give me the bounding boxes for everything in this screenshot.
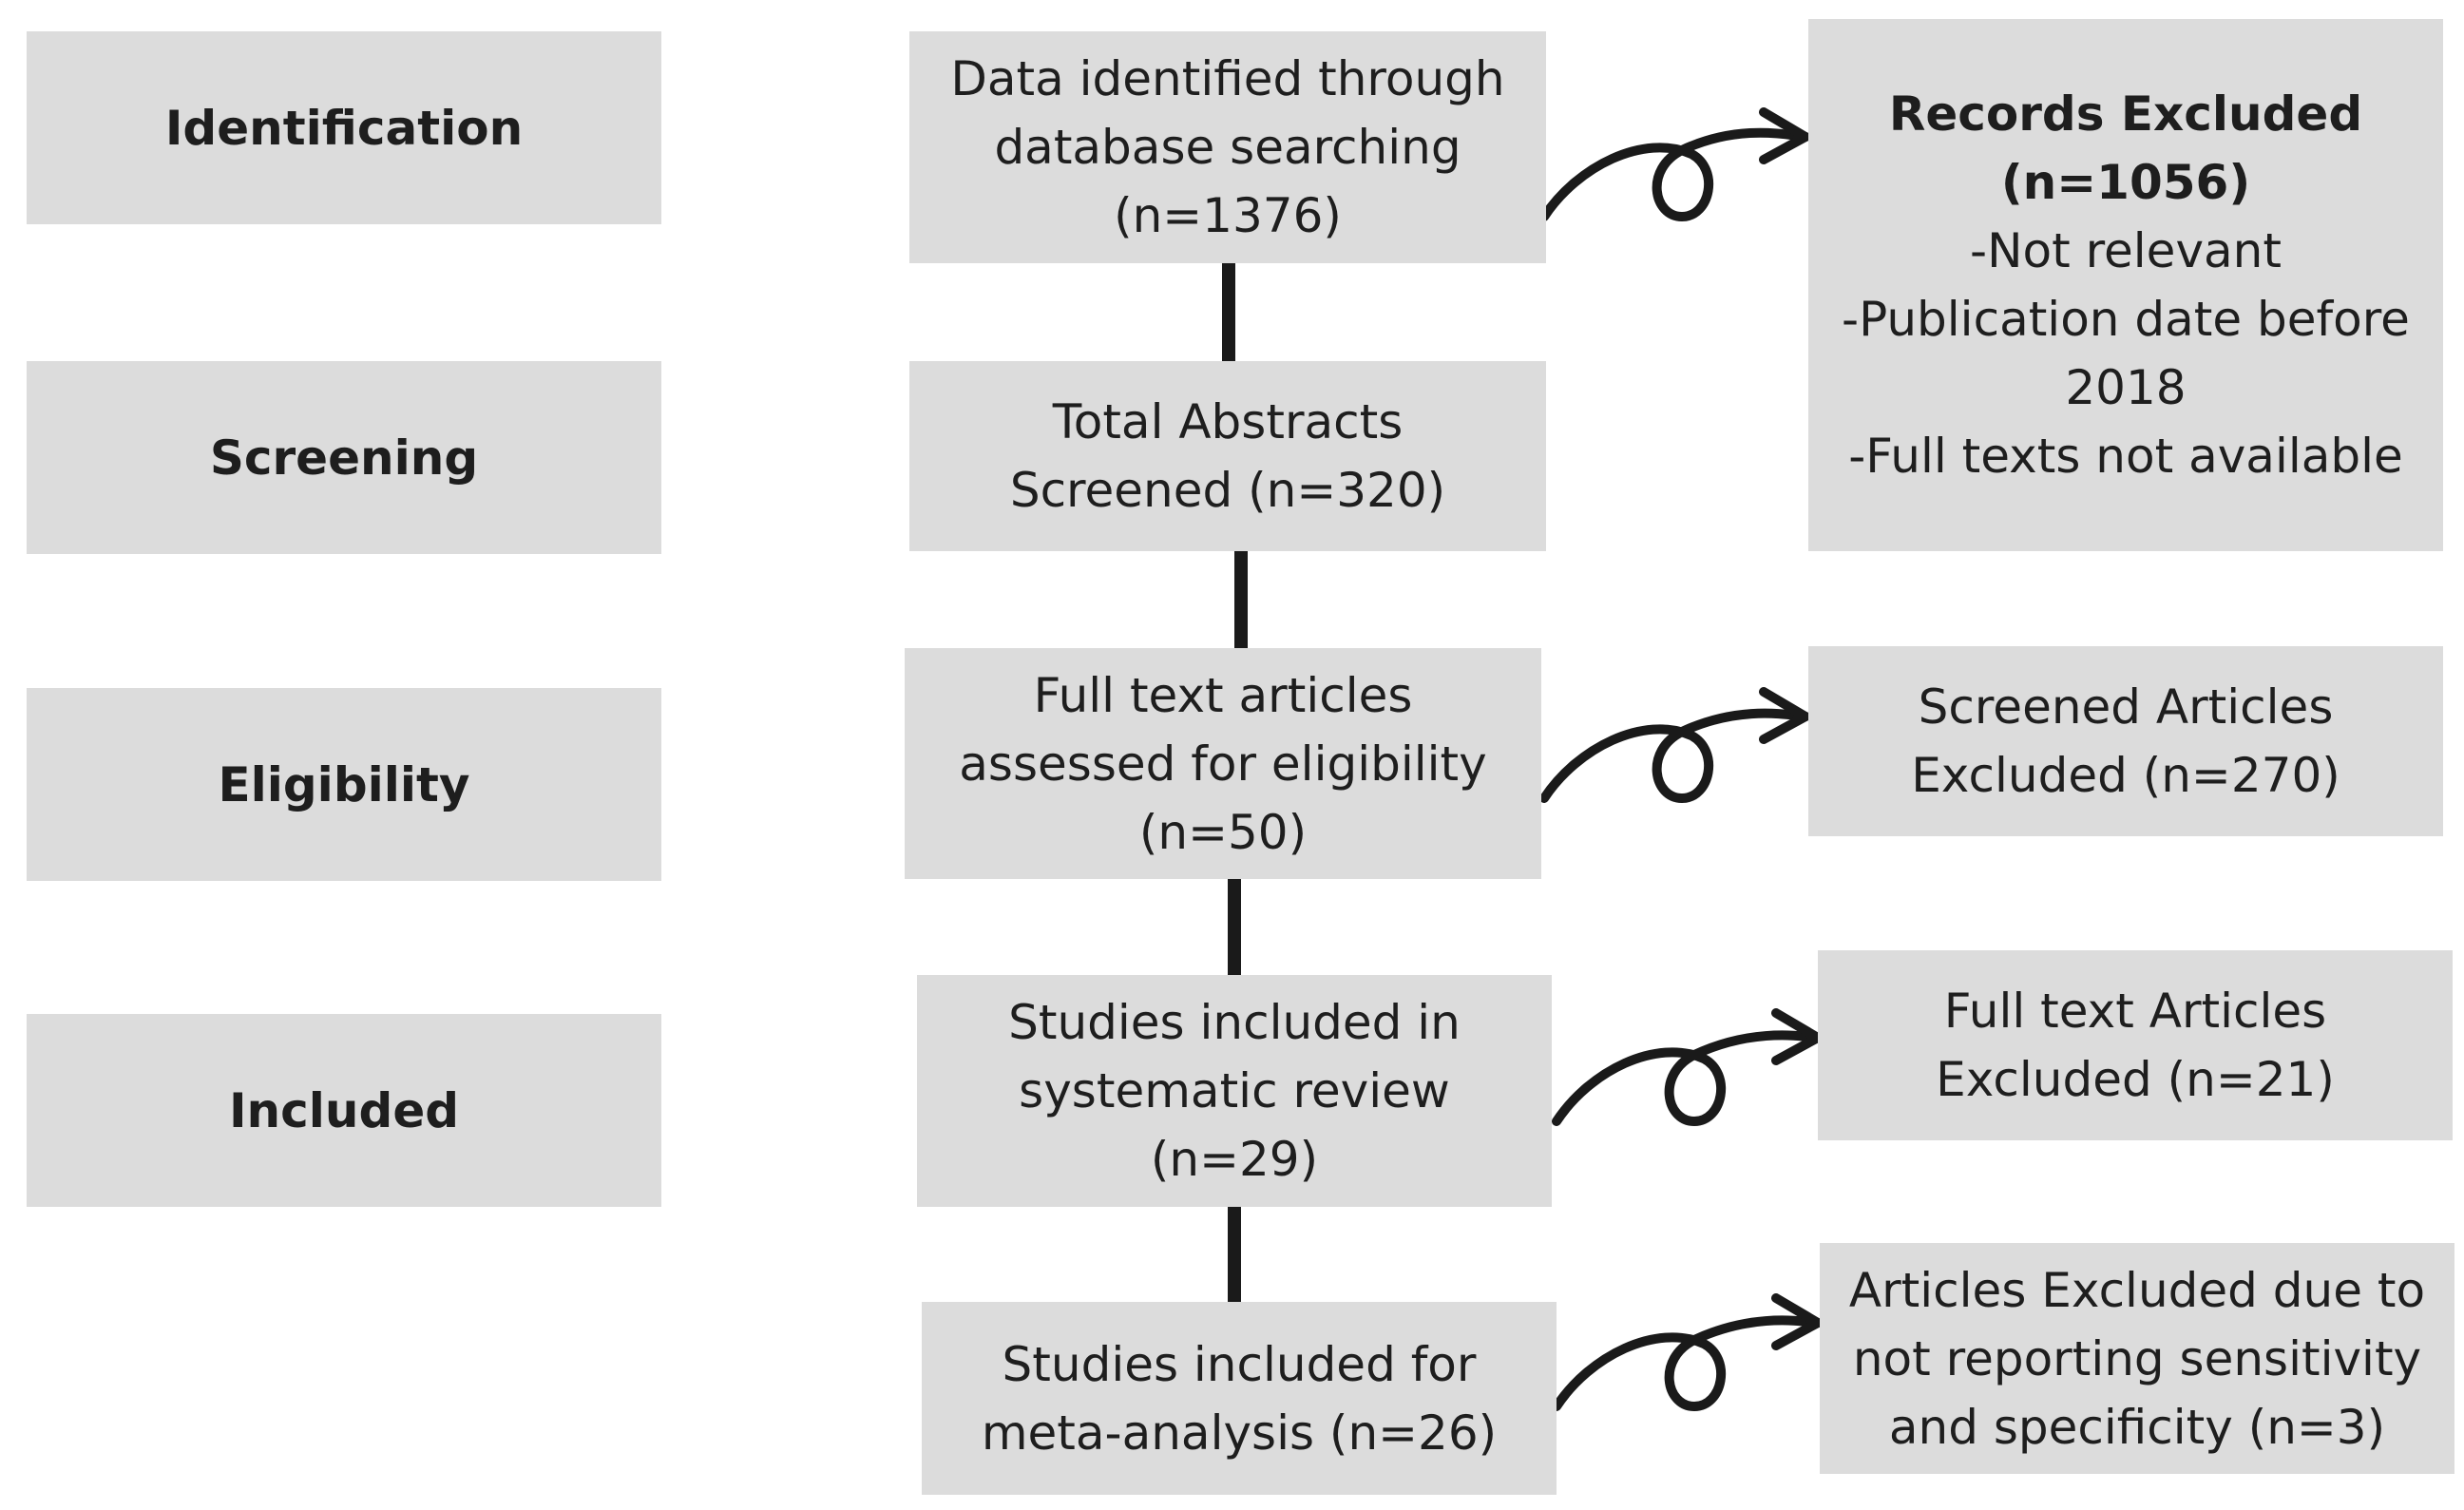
box-text-line: systematic review: [1019, 1063, 1450, 1118]
box-text-line: Excluded (n=270): [1911, 748, 2340, 803]
box-text-line: (n=29): [1150, 1132, 1319, 1187]
box-text-line: (n=50): [1138, 804, 1308, 860]
box-text-line: Excluded (n=21): [1936, 1052, 2335, 1107]
stage-included: Included: [27, 1014, 661, 1207]
flow-screened: Total Abstracts Screened (n=320): [909, 361, 1546, 551]
box-title-line: (n=1056): [2000, 155, 2251, 210]
stage-label: Included: [228, 1082, 460, 1138]
curly-arrow: [1552, 1030, 1823, 1126]
box-text-line: Screened Articles: [1918, 679, 2334, 735]
curly-arrow: [1552, 1315, 1823, 1411]
box-text-line: Screened (n=320): [1009, 463, 1446, 518]
arrow-head: [1759, 107, 1810, 164]
stage-label: Screening: [209, 430, 479, 486]
curly-arrow: [1539, 127, 1810, 221]
exclusion-screened-articles: Screened Articles Excluded (n=270): [1808, 646, 2443, 836]
box-text-line: Studies included for: [1002, 1336, 1477, 1392]
box-text-line: and specificity (n=3): [1888, 1399, 2386, 1455]
box-text-line: assessed for eligibility: [959, 736, 1487, 792]
flow-eligibility: Full text articles assessed for eligibil…: [905, 648, 1541, 879]
flow-identified: Data identified through database searchi…: [909, 31, 1546, 263]
curly-arrow: [1539, 708, 1810, 803]
box-text-line: Articles Excluded due to: [1848, 1262, 2426, 1318]
box-text-line: database searching: [994, 120, 1461, 175]
exclusion-records: Records Excluded (n=1056) -Not relevant …: [1808, 19, 2443, 551]
box-text-line: not reporting sensitivity: [1852, 1330, 2422, 1386]
stage-label: Identification: [164, 100, 524, 156]
box-text-line: Full text Articles: [1943, 984, 2327, 1039]
flow-meta: Studies included for meta-analysis (n=26…: [922, 1302, 1557, 1495]
box-text-line: meta-analysis (n=26): [981, 1405, 1498, 1461]
box-text-line: 2018: [2065, 360, 2187, 415]
box-text-line: Studies included in: [1008, 995, 1461, 1050]
box-text-line: Data identified through: [950, 51, 1505, 106]
stage-label: Eligibility: [218, 756, 470, 812]
box-text-line: Full text articles: [1033, 667, 1413, 723]
exclusion-fulltext: Full text Articles Excluded (n=21): [1818, 950, 2453, 1140]
box-text-line: -Publication date before: [1842, 292, 2410, 347]
box-title-line: Records Excluded: [1888, 86, 2363, 142]
box-text-line: (n=1376): [1114, 188, 1342, 243]
arrow-head: [1759, 687, 1810, 744]
stage-screening: Screening: [27, 361, 661, 554]
box-text-line: -Full texts not available: [1848, 429, 2403, 484]
arrow-head: [1771, 1293, 1823, 1350]
box-text-line: Total Abstracts: [1052, 394, 1404, 449]
stage-eligibility: Eligibility: [27, 688, 661, 881]
flow-systematic: Studies included in systematic review (n…: [917, 975, 1552, 1207]
box-text-line: -Not relevant: [1970, 223, 2282, 278]
exclusion-sensitivity: Articles Excluded due to not reporting s…: [1820, 1243, 2454, 1474]
stage-identification: Identification: [27, 31, 661, 224]
